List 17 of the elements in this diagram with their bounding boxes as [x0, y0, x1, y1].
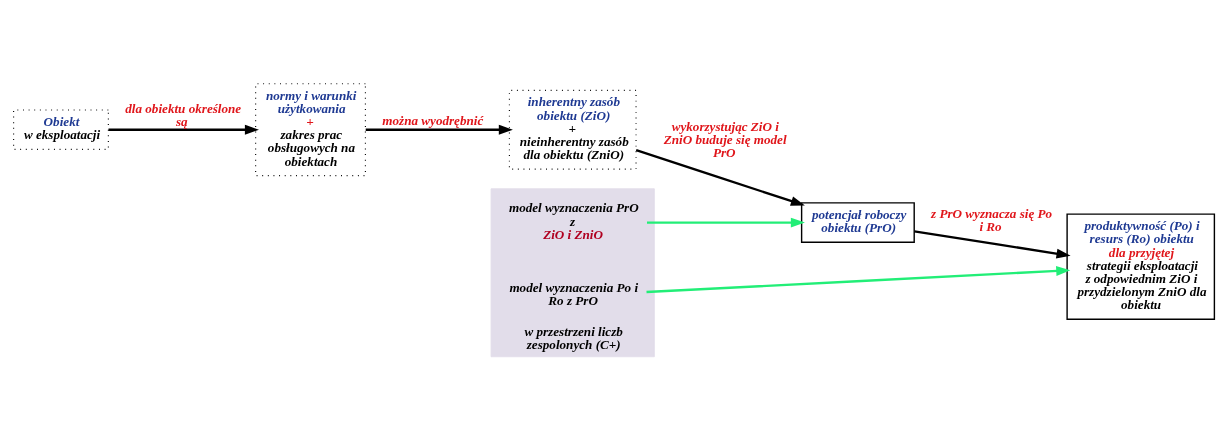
- edge-label: dla obiektu określone są: [125, 101, 242, 130]
- arrow: [635, 149, 805, 206]
- arrow: [646, 266, 1071, 294]
- edge-label: można wyodrębnić: [382, 113, 484, 129]
- edge-label: wykorzystując ZiO i ZniO buduje się model PrO: [663, 118, 787, 161]
- node-box: Obiekt w eksploatacji: [13, 109, 109, 150]
- node-box: normy i warunki użytkowania + zakres prac obsługowych na obiektach: [255, 83, 366, 177]
- arrow: [647, 217, 805, 228]
- node-text: model wyznaczenia Po i Ro z PrO: [509, 280, 639, 309]
- arrow: [914, 230, 1071, 259]
- node-box: inherentny zasób obiektu (ZiO) + nieinherentny zasób dla obiektu (ZniO): [508, 89, 637, 170]
- node-text: model wyznaczenia PrO z ZiO i ZniO: [508, 200, 639, 242]
- node-box: produktywność (Po) i resurs (Ro) obiektu dla przyjętej strategii eksploatacji z odpowiednim ZiO i przydzielonym ZniO dla obiektu: [1066, 213, 1216, 320]
- node-box: potencjał roboczy obiektu (PrO): [800, 202, 915, 243]
- edge-label: z PrO wyznacza się Po i Ro: [931, 206, 1053, 235]
- arrow: [365, 124, 513, 135]
- arrow: [108, 124, 259, 135]
